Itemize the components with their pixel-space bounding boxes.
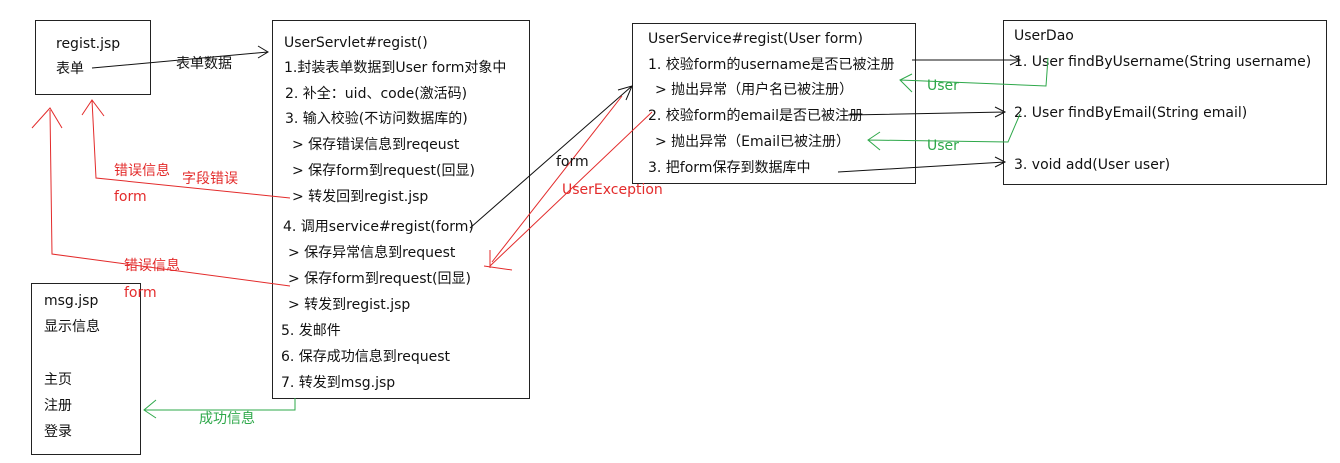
label-user-2: User <box>927 138 959 154</box>
servlet-line-11: 5. 发邮件 <box>281 323 341 339</box>
msg-line-5: 登录 <box>44 424 72 440</box>
arrow-return-user-1 <box>899 57 1049 93</box>
dao-line-3: 3. void add(User user) <box>1014 157 1171 173</box>
user-dao-box: UserDao 1. User findByUsername(String us… <box>1003 20 1327 185</box>
regist-jsp-box: regist.jsp 表单 <box>35 20 151 95</box>
arrow-service-error <box>31 107 291 287</box>
servlet-line-3: 3. 输入校验(不访问数据库的) <box>285 111 468 127</box>
label-form-to-service: form <box>556 154 589 170</box>
servlet-title: UserServlet#regist() <box>284 35 428 51</box>
servlet-line-5: > 保存form到request(回显) <box>292 163 475 179</box>
servlet-line-2: 2. 补全：uid、code(激活码) <box>285 86 468 102</box>
regist-jsp-title: regist.jsp <box>56 36 121 52</box>
label-error-info-1: 错误信息 <box>114 163 170 179</box>
label-error-info-2: 错误信息 <box>124 258 180 274</box>
servlet-line-10: > 转发到regist.jsp <box>288 297 411 313</box>
service-line-1: 1. 校验form的username是否已被注册 <box>648 57 895 73</box>
msg-jsp-box: msg.jsp 显示信息 主页 注册 登录 <box>31 283 141 455</box>
servlet-line-9: > 保存form到request(回显) <box>288 271 471 287</box>
dao-line-2: 2. User findByEmail(String email) <box>1014 105 1248 121</box>
arrow-form-data <box>91 45 269 69</box>
label-success-info: 成功信息 <box>199 411 255 427</box>
arrow-user-exception <box>483 111 653 271</box>
msg-jsp-title: msg.jsp <box>44 293 99 309</box>
servlet-line-8: > 保存异常信息到request <box>288 245 456 261</box>
user-service-box: UserService#regist(User form) 1. 校验form的… <box>632 23 916 184</box>
arrow-success-info <box>143 398 296 419</box>
servlet-line-4: > 保存错误信息到reqeust <box>292 137 460 153</box>
service-line-2: > 抛出异常（用户名已被注册） <box>655 82 854 98</box>
arrow-add-user <box>837 156 1007 173</box>
servlet-line-7: 4. 调用service#regist(form) <box>283 219 474 235</box>
servlet-line-12: 6. 保存成功信息到request <box>281 349 451 365</box>
label-user-exception: UserException <box>562 182 663 198</box>
servlet-line-1: 1.封装表单数据到User form对象中 <box>284 60 507 76</box>
msg-line-1: 显示信息 <box>44 319 100 335</box>
service-line-4: > 抛出异常（Email已被注册） <box>655 134 851 150</box>
msg-line-4: 注册 <box>44 398 72 414</box>
label-form-data: 表单数据 <box>176 56 232 72</box>
arrow-field-error <box>81 99 291 199</box>
service-line-3: 2. 校验form的email是否已被注册 <box>648 108 864 124</box>
arrow-call-service <box>469 85 633 229</box>
dao-title: UserDao <box>1014 28 1074 44</box>
arrow-return-user-2 <box>867 113 1021 151</box>
msg-line-3: 主页 <box>44 372 72 388</box>
regist-jsp-form-label: 表单 <box>56 61 84 77</box>
arrow-user-exception-2 <box>491 95 623 263</box>
service-line-5: 3. 把form保存到数据库中 <box>648 160 811 176</box>
dao-line-1: 1. User findByUsername(String username) <box>1014 54 1312 70</box>
servlet-line-13: 7. 转发到msg.jsp <box>281 375 396 391</box>
user-servlet-box: UserServlet#regist() 1.封装表单数据到User form对… <box>272 20 530 399</box>
service-title: UserService#regist(User form) <box>648 31 863 47</box>
label-user-1: User <box>927 78 959 94</box>
label-field-error: 字段错误 <box>182 171 238 187</box>
label-form-2: form <box>124 285 157 301</box>
arrow-find-by-username <box>912 54 1022 66</box>
servlet-line-6: > 转发回到regist.jsp <box>292 189 429 205</box>
label-form-1: form <box>114 189 147 205</box>
arrow-find-by-email <box>847 106 1007 118</box>
